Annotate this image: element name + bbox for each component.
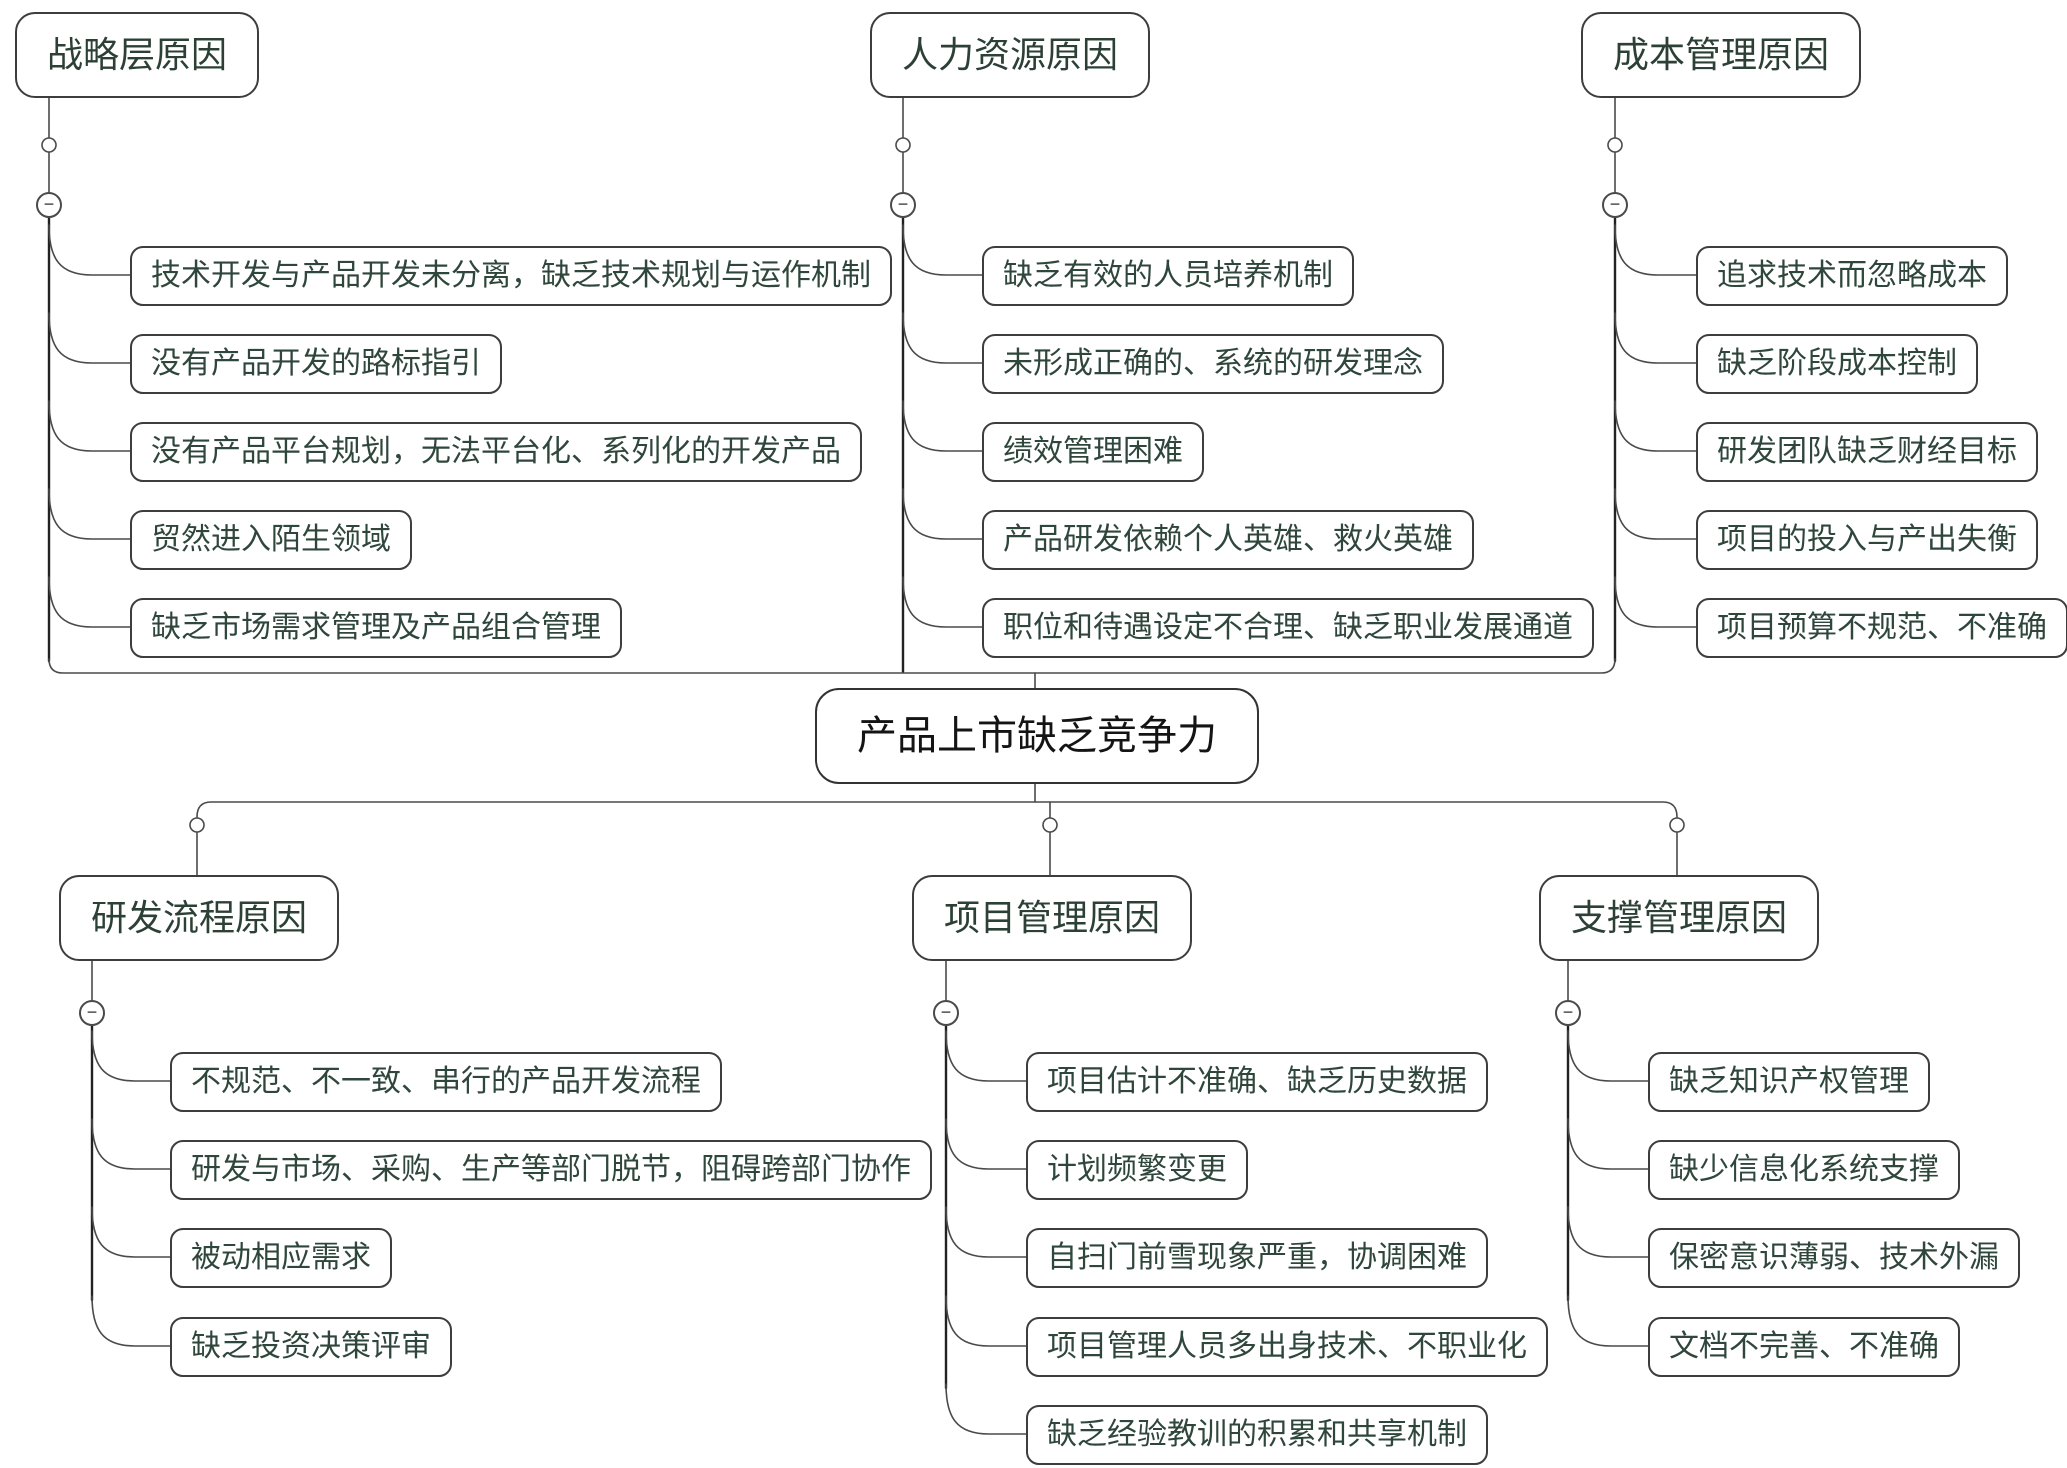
topic-item[interactable]: 缺乏有效的人员培养机制 [982,246,1354,306]
branch-cost-topic[interactable]: 成本管理原因 [1581,12,1862,98]
topic-item[interactable]: 研发团队缺乏财经目标 [1696,422,2038,482]
branch-process-topic[interactable]: 研发流程原因 [59,875,340,961]
topic-item[interactable]: 缺乏知识产权管理 [1648,1052,1930,1112]
topic-item[interactable]: 项目的投入与产出失衡 [1696,510,2038,570]
topic-item[interactable]: 文档不完善、不准确 [1648,1317,1960,1377]
collapse-button-strategy[interactable]: − [36,192,62,218]
branch-hr-topic[interactable]: 人力资源原因 [870,12,1151,98]
topic-item[interactable]: 被动相应需求 [170,1228,392,1288]
topic-item[interactable]: 项目估计不准确、缺乏历史数据 [1026,1052,1488,1112]
junction-dots [41,137,1685,833]
topic-item[interactable]: 没有产品开发的路标指引 [130,334,502,394]
junction-dot [1042,817,1058,833]
branch-support-topic[interactable]: 支撑管理原因 [1539,875,1820,961]
topic-item[interactable]: 产品研发依赖个人英雄、救火英雄 [982,510,1474,570]
central-topic[interactable]: 产品上市缺乏竞争力 [815,688,1259,784]
topic-item[interactable]: 项目预算不规范、不准确 [1696,598,2067,658]
collapse-button-process[interactable]: − [79,1000,105,1026]
topic-item[interactable]: 缺乏阶段成本控制 [1696,334,1978,394]
junction-dot [895,137,911,153]
junction-dot [1669,817,1685,833]
topic-item[interactable]: 技术开发与产品开发未分离，缺乏技术规划与运作机制 [130,246,892,306]
topic-item[interactable]: 没有产品平台规划，无法平台化、系列化的开发产品 [130,422,862,482]
junction-dot [1607,137,1623,153]
branch-project-topic[interactable]: 项目管理原因 [912,875,1193,961]
topic-item[interactable]: 缺乏市场需求管理及产品组合管理 [130,598,622,658]
branch-strategy-topic[interactable]: 战略层原因 [15,12,260,98]
collapse-button-project[interactable]: − [933,1000,959,1026]
topic-item[interactable]: 不规范、不一致、串行的产品开发流程 [170,1052,722,1112]
collapse-button-hr[interactable]: − [890,192,916,218]
topic-item[interactable]: 缺乏经验教训的积累和共享机制 [1026,1405,1488,1465]
junction-dot [189,817,205,833]
topic-item[interactable]: 缺乏投资决策评审 [170,1317,452,1377]
topic-item[interactable]: 绩效管理困难 [982,422,1204,482]
topic-item[interactable]: 缺少信息化系统支撑 [1648,1140,1960,1200]
topic-item[interactable]: 保密意识薄弱、技术外漏 [1648,1228,2020,1288]
topic-item[interactable]: 追求技术而忽略成本 [1696,246,2008,306]
collapse-button-support[interactable]: − [1555,1000,1581,1026]
rail-lines [48,658,1678,876]
topic-item[interactable]: 自扫门前雪现象严重，协调困难 [1026,1228,1488,1288]
collapse-button-cost[interactable]: − [1602,192,1628,218]
junction-dot [41,137,57,153]
topic-item[interactable]: 研发与市场、采购、生产等部门脱节，阻碍跨部门协作 [170,1140,932,1200]
topic-item[interactable]: 职位和待遇设定不合理、缺乏职业发展通道 [982,598,1594,658]
child-connector-curves [48,224,1698,1435]
topic-item[interactable]: 计划频繁变更 [1026,1140,1248,1200]
topic-item[interactable]: 贸然进入陌生领域 [130,510,412,570]
topic-item[interactable]: 项目管理人员多出身技术、不职业化 [1026,1317,1548,1377]
topic-item[interactable]: 未形成正确的、系统的研发理念 [982,334,1444,394]
